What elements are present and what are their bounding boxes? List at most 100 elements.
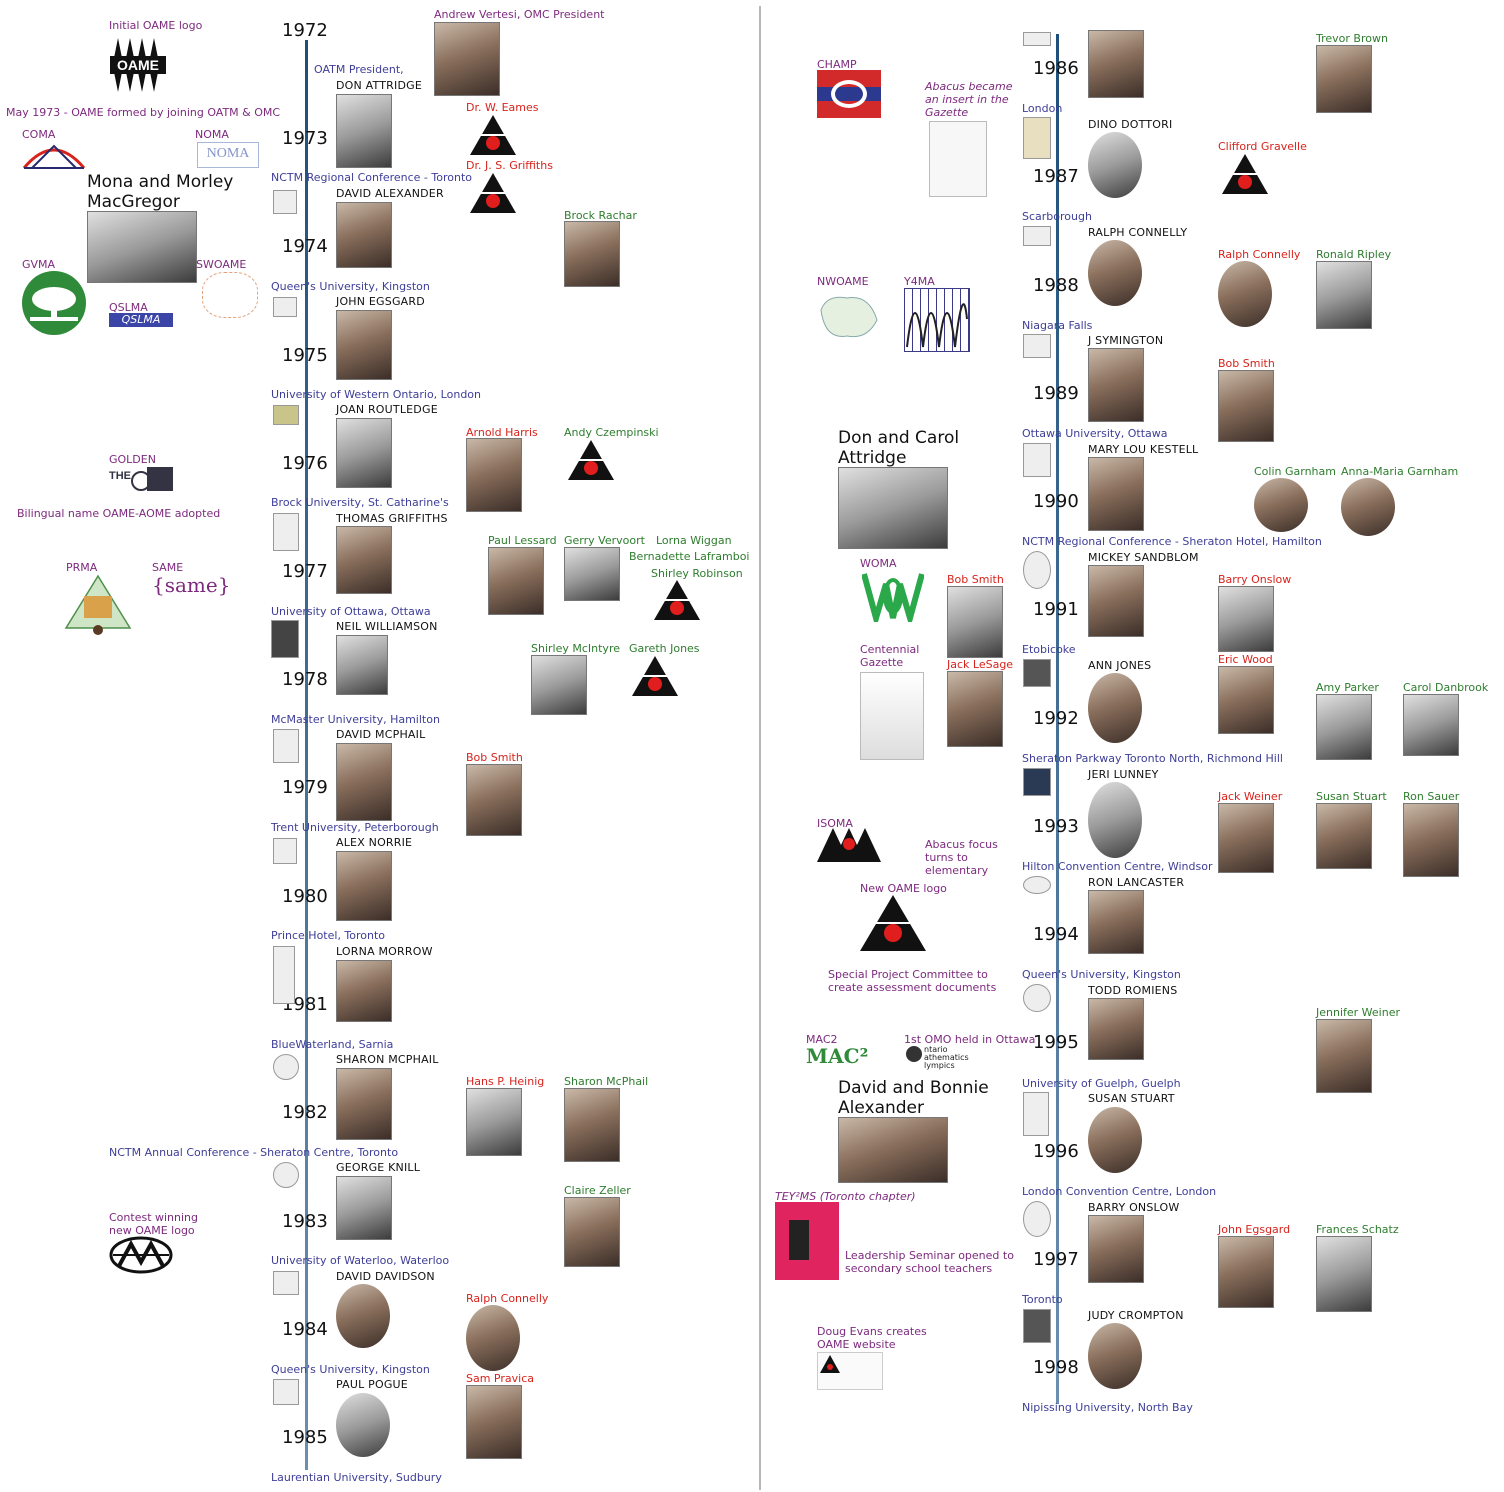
award-photo bbox=[564, 1088, 620, 1162]
award-photo bbox=[1316, 45, 1372, 113]
award-name: Bernadette Laframboi bbox=[629, 550, 750, 563]
president-photo bbox=[1088, 565, 1144, 637]
president-name: ALEX NORRIE bbox=[336, 836, 413, 849]
venue-label: Etobicoke bbox=[1022, 643, 1076, 656]
president-name: PAUL POGUE bbox=[336, 1378, 408, 1391]
year-label: 1994 bbox=[1033, 924, 1079, 945]
year-label: 1987 bbox=[1033, 166, 1079, 187]
president-name: NEIL WILLIAMSON bbox=[336, 620, 438, 633]
swoame-label: SWOAME bbox=[196, 258, 247, 271]
year-label: 1977 bbox=[282, 561, 328, 582]
award-triangle-icon bbox=[654, 580, 700, 624]
venue-label: BlueWaterland, Sarnia bbox=[271, 1038, 394, 1051]
president-photo bbox=[336, 635, 388, 695]
award-photo bbox=[531, 655, 587, 715]
award-triangle-icon bbox=[1221, 154, 1269, 198]
venue-logo bbox=[1023, 117, 1051, 159]
venue-logo bbox=[1023, 1309, 1051, 1343]
year-label: 1984 bbox=[282, 1319, 328, 1340]
venue-logo bbox=[273, 1271, 299, 1295]
award-photo bbox=[564, 1197, 620, 1267]
president-photo bbox=[1088, 1215, 1144, 1283]
leadership-note: Leadership Seminar opened to secondary s… bbox=[845, 1249, 1014, 1275]
venue-label: Nipissing University, North Bay bbox=[1022, 1401, 1193, 1414]
award-name: Dr. J. S. Griffiths bbox=[466, 159, 553, 172]
venue-label: University of Guelph, Guelph bbox=[1022, 1077, 1181, 1090]
venue-label: Queen's University, Kingston bbox=[271, 1363, 430, 1376]
president-photo bbox=[336, 1176, 392, 1240]
award-photo bbox=[564, 221, 620, 287]
award-name: Gerry Vervoort bbox=[564, 534, 645, 547]
award-photo bbox=[466, 1088, 522, 1156]
award-photo bbox=[466, 764, 522, 836]
venue-logo bbox=[273, 190, 297, 214]
new-logo-label: New OAME logo bbox=[860, 882, 947, 895]
president-photo bbox=[1088, 348, 1144, 422]
don-carol-caption: Don and Carol Attridge bbox=[838, 428, 960, 468]
golden-label: GOLDEN bbox=[109, 453, 156, 466]
award-photo bbox=[1218, 666, 1274, 734]
golden-section-logo: THE bbox=[109, 465, 175, 493]
president-name: TODD ROMIENS bbox=[1088, 984, 1178, 997]
prma-logo bbox=[64, 574, 132, 636]
year-label: 1989 bbox=[1033, 383, 1079, 404]
president-name: GEORGE KNILL bbox=[336, 1161, 421, 1174]
award-name: Ronald Ripley bbox=[1316, 248, 1392, 261]
award-triangle-icon bbox=[470, 115, 516, 159]
award-name: Carol Danbrook bbox=[1403, 681, 1489, 694]
award-name: Shirley Robinson bbox=[651, 567, 743, 580]
venue-label: McMaster University, Hamilton bbox=[271, 713, 440, 726]
year-label: 1993 bbox=[1033, 816, 1079, 837]
award-photo bbox=[1403, 803, 1459, 877]
award-photo bbox=[466, 438, 522, 512]
qslma-label: QSLMA bbox=[109, 301, 148, 314]
president-name: RON LANCASTER bbox=[1088, 876, 1185, 889]
year-label: 1974 bbox=[282, 236, 328, 257]
year-label: 1973 bbox=[282, 128, 328, 149]
award-photo bbox=[1254, 478, 1308, 532]
president-name: MICKEY SANDBLOM bbox=[1088, 551, 1199, 564]
timeline-spine-left bbox=[305, 40, 308, 1470]
venue-logo bbox=[271, 620, 299, 658]
venue-logo bbox=[1023, 32, 1051, 46]
president-name: JERI LUNNEY bbox=[1088, 768, 1159, 781]
president-photo bbox=[336, 310, 392, 380]
same-logo: {same} bbox=[152, 573, 231, 597]
centennial-label: Centennial Gazette bbox=[860, 643, 920, 669]
award-name: Sam Pravica bbox=[466, 1372, 534, 1385]
award-name: Bob Smith bbox=[466, 751, 523, 764]
mona-morley-caption: Mona and Morley MacGregor bbox=[87, 172, 234, 212]
centennial-gazette-image bbox=[860, 672, 924, 760]
award-name: Trevor Brown bbox=[1316, 32, 1388, 45]
nwoame-logo bbox=[817, 290, 881, 344]
president-photo bbox=[1088, 1323, 1142, 1389]
president-name: ANN JONES bbox=[1088, 659, 1152, 672]
award-name: Eric Wood bbox=[1218, 653, 1273, 666]
noma-logo: NOMA bbox=[197, 142, 259, 168]
bilingual-note: Bilingual name OAME-AOME adopted bbox=[17, 507, 221, 520]
award-photo bbox=[488, 547, 544, 615]
venue-label: NCTM Regional Conference - Toronto bbox=[271, 171, 472, 184]
award-photo bbox=[1218, 1236, 1274, 1308]
venue-logo bbox=[1023, 334, 1051, 358]
venue-label: Ottawa University, Ottawa bbox=[1022, 427, 1168, 440]
don-carol-photo bbox=[838, 467, 948, 549]
president-photo bbox=[336, 202, 392, 268]
award-name: Andy Czempinski bbox=[564, 426, 659, 439]
venue-logo bbox=[1023, 659, 1051, 687]
qslma-logo: QSLMA bbox=[109, 313, 173, 327]
year-label: 1985 bbox=[282, 1427, 328, 1448]
award-name: Gareth Jones bbox=[629, 642, 700, 655]
award-photo bbox=[1341, 478, 1395, 536]
president-photo bbox=[1088, 1107, 1142, 1173]
award-name: Ron Sauer bbox=[1403, 790, 1460, 803]
venue-label: Niagara Falls bbox=[1022, 319, 1093, 332]
year-label: 1972 bbox=[282, 20, 328, 41]
year-label: 1980 bbox=[282, 886, 328, 907]
year-label: 1997 bbox=[1033, 1249, 1079, 1270]
award-photo bbox=[1218, 261, 1272, 327]
vertesi-photo bbox=[434, 22, 500, 96]
award-name: Frances Schatz bbox=[1316, 1223, 1399, 1236]
award-name: Clifford Gravelle bbox=[1218, 140, 1307, 153]
award-name: Hans P. Heinig bbox=[466, 1075, 545, 1088]
